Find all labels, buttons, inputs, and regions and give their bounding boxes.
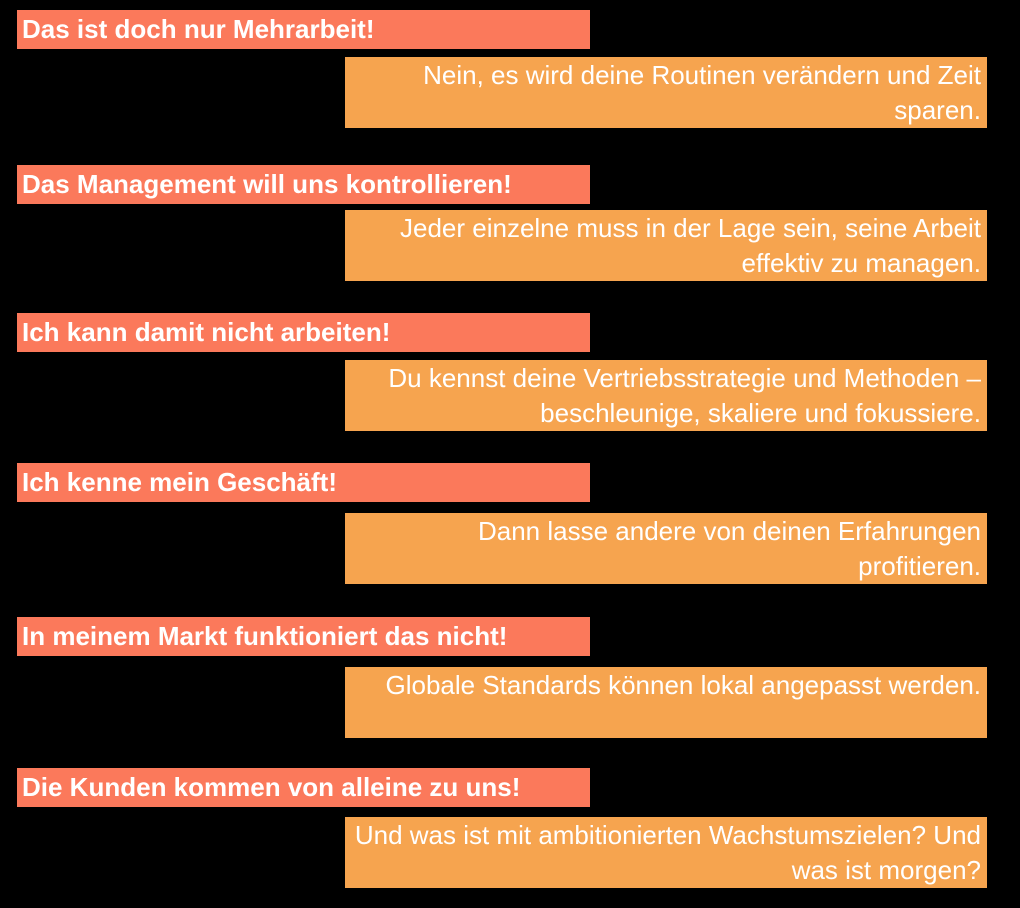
objection-text: Das Management will uns kontrollieren! [22, 169, 512, 199]
response-bar: Globale Standards können lokal angepasst… [345, 667, 987, 738]
response-bar: Jeder einzelne muss in der Lage sein, se… [345, 210, 987, 281]
objection-text: Die Kunden kommen von alleine zu uns! [22, 772, 521, 802]
response-text: Nein, es wird deine Routinen verändern u… [423, 60, 981, 125]
response-text: Globale Standards können lokal angepasst… [385, 670, 981, 700]
objection-bar: Ich kenne mein Geschäft! [17, 463, 590, 502]
response-bar: Du kennst deine Vertriebsstrategie und M… [345, 360, 987, 431]
objection-bar: In meinem Markt funktioniert das nicht! [17, 617, 590, 656]
objection-bar: Die Kunden kommen von alleine zu uns! [17, 768, 590, 807]
objection-bar: Das ist doch nur Mehrarbeit! [17, 10, 590, 49]
objection-text: Das ist doch nur Mehrarbeit! [22, 14, 375, 44]
response-bar: Dann lasse andere von deinen Erfahrungen… [345, 513, 987, 584]
objection-text: In meinem Markt funktioniert das nicht! [22, 621, 508, 651]
objection-text: Ich kenne mein Geschäft! [22, 467, 337, 497]
objection-bar: Ich kann damit nicht arbeiten! [17, 313, 590, 352]
response-text: Du kennst deine Vertriebsstrategie und M… [388, 363, 981, 428]
response-text: Und was ist mit ambitionierten Wachstums… [354, 820, 981, 885]
response-bar: Nein, es wird deine Routinen verändern u… [345, 57, 987, 128]
response-bar: Und was ist mit ambitionierten Wachstums… [345, 817, 987, 888]
objection-text: Ich kann damit nicht arbeiten! [22, 317, 391, 347]
response-text: Jeder einzelne muss in der Lage sein, se… [399, 213, 981, 278]
response-text: Dann lasse andere von deinen Erfahrungen… [477, 516, 981, 581]
objection-bar: Das Management will uns kontrollieren! [17, 165, 590, 204]
